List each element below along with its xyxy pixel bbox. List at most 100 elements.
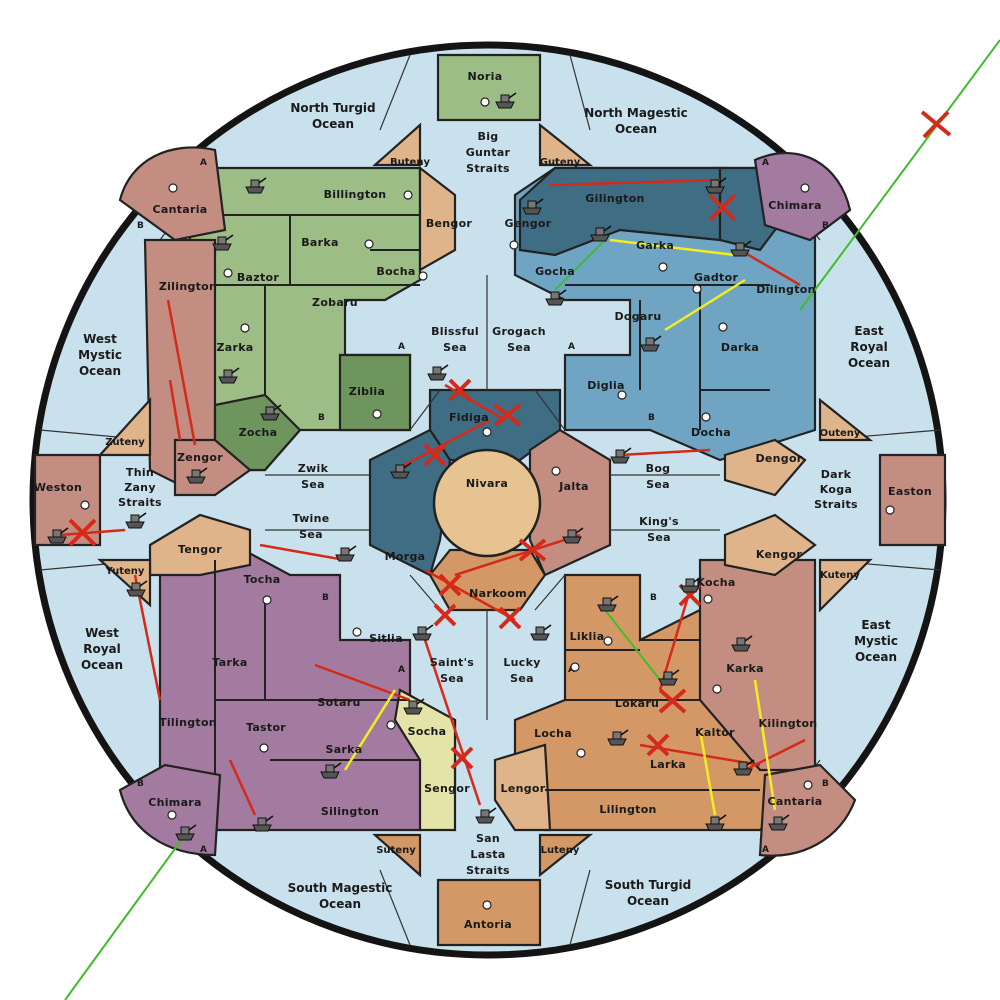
unit-token-icon[interactable]	[731, 635, 753, 652]
island-weston[interactable]	[33, 453, 102, 547]
outpost-buteny[interactable]	[372, 122, 422, 167]
label-zocha: Zocha	[239, 426, 278, 439]
marker-b: B	[650, 593, 657, 603]
island-easton[interactable]	[878, 453, 947, 547]
unit-token-icon[interactable]	[403, 698, 425, 715]
island-antoria[interactable]	[436, 878, 542, 947]
move-arrow	[166, 299, 197, 446]
unit-token-icon[interactable]	[495, 92, 517, 109]
unit-token-icon[interactable]	[730, 240, 752, 257]
outpost-label-kuteny: Kuteny	[820, 570, 860, 581]
unit-token-icon[interactable]	[545, 289, 567, 306]
label-gilington: Gilington	[585, 192, 644, 205]
unit-token-icon[interactable]	[335, 545, 357, 562]
label-fidiga: Fidiga	[449, 411, 489, 424]
label-narkoom: Narkoom	[469, 587, 527, 600]
label-lilington: Lilington	[599, 803, 656, 816]
territory-lengor[interactable]	[493, 743, 552, 832]
unit-token-icon[interactable]	[530, 624, 552, 641]
territory-bengor[interactable]	[418, 165, 457, 272]
label-gadtor: Gadtor	[694, 271, 739, 284]
unit-token-icon[interactable]	[47, 527, 69, 544]
island-chimara-sw[interactable]	[118, 763, 222, 857]
territory-morga[interactable]	[368, 428, 452, 577]
unit-token-icon[interactable]	[705, 814, 727, 831]
territory-jalta[interactable]	[528, 428, 612, 577]
island-label-weston: Weston	[34, 481, 82, 494]
outpost-outeny[interactable]	[818, 397, 874, 442]
unit-token-icon[interactable]	[320, 762, 342, 779]
unit-token-icon[interactable]	[658, 669, 680, 686]
territory-gilington[interactable]	[518, 166, 722, 257]
territory-socha[interactable]	[393, 688, 457, 832]
label-kilington: Kilington	[759, 717, 818, 730]
move-arrow-yellow	[343, 689, 397, 771]
unit-token-icon[interactable]	[212, 234, 234, 251]
label-socha: Socha	[408, 725, 447, 738]
unit-token-icon[interactable]	[590, 225, 612, 242]
unit-token-icon[interactable]	[218, 367, 240, 384]
unit-token-icon[interactable]	[597, 595, 619, 612]
unit-token-icon[interactable]	[768, 814, 790, 831]
unit-token-icon[interactable]	[427, 364, 449, 381]
unit-token-icon[interactable]	[640, 335, 662, 352]
label-sarka: Sarka	[325, 743, 362, 756]
cancel-x-mark	[498, 606, 522, 630]
outpost-zuteny[interactable]	[97, 397, 152, 457]
marker-b: B	[822, 221, 829, 231]
unit-token-icon[interactable]	[175, 824, 197, 841]
territory-dengor[interactable]	[723, 438, 807, 497]
move-arrow	[259, 543, 346, 562]
label-gengor: Gengor	[505, 217, 552, 230]
marker-a: A	[568, 342, 575, 352]
island-label-noria: Noria	[468, 70, 503, 83]
unit-token-icon[interactable]	[252, 815, 274, 832]
city-dot	[617, 390, 627, 400]
marker-a: A	[568, 665, 575, 675]
unit-token-icon[interactable]	[125, 512, 147, 529]
unit-token-icon[interactable]	[412, 624, 434, 641]
unit-token-icon[interactable]	[126, 580, 148, 597]
unit-token-icon[interactable]	[186, 467, 208, 484]
unit-token-icon[interactable]	[522, 198, 544, 215]
outpost-guteny[interactable]	[538, 122, 594, 167]
move-arrow-green	[604, 609, 661, 681]
island-noria[interactable]	[436, 53, 542, 122]
unit-token-icon[interactable]	[260, 404, 282, 421]
unit-token-icon[interactable]	[475, 807, 497, 824]
unit-tokens	[47, 92, 790, 841]
outpost-suteny[interactable]	[372, 833, 422, 878]
unit-token-icon[interactable]	[245, 177, 267, 194]
label-dogaru: Dogaru	[614, 310, 661, 323]
outpost-kuteny[interactable]	[818, 558, 873, 613]
cancel-x-mark	[423, 443, 447, 467]
unit-token-icon[interactable]	[390, 462, 412, 479]
territory-kengor[interactable]	[723, 513, 817, 577]
city-dot	[603, 636, 613, 646]
territory-nivara[interactable]	[432, 448, 542, 558]
city-dot	[800, 183, 810, 193]
outpost-luteny[interactable]	[538, 833, 594, 878]
unit-token-icon[interactable]	[733, 759, 755, 776]
sw-empire	[148, 513, 457, 832]
move-arrow	[444, 383, 506, 422]
unit-token-icon[interactable]	[610, 447, 632, 464]
label-dengor: Dengor	[755, 452, 802, 465]
unit-token-icon[interactable]	[607, 729, 629, 746]
island-cantaria-se[interactable]	[758, 763, 857, 857]
unit-token-icon[interactable]	[705, 177, 727, 194]
unit-token-icon[interactable]	[680, 576, 702, 593]
island-chimara-ne[interactable]	[753, 151, 852, 242]
island-label-easton: Easton	[888, 485, 932, 498]
unit-token-icon[interactable]	[562, 527, 584, 544]
island-cantaria-nw[interactable]	[118, 146, 227, 242]
